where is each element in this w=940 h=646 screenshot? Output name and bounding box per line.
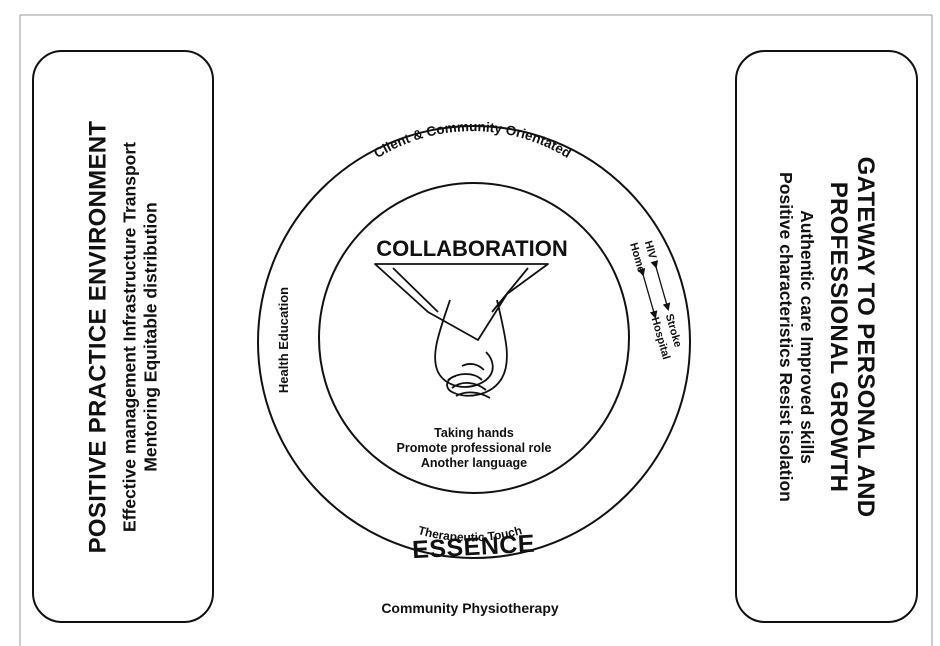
taking-hands-label: Taking hands (434, 426, 514, 440)
hiv-label: HIV (642, 239, 659, 261)
home-hospital-arrow (637, 267, 658, 319)
collaboration-title: COLLABORATION (376, 236, 567, 261)
outer-circle (257, 125, 691, 559)
health-education-label: Health Education (276, 287, 291, 393)
gateway-growth-box: GATEWAY TO PERSONAL AND PROFESSIONAL GRO… (735, 50, 918, 623)
positive-practice-environment-box: POSITIVE PRACTICE ENVIRONMENT Effective … (32, 50, 214, 623)
holding-hands-icon (374, 263, 549, 399)
client-community-label: Client & Community Orientated (371, 119, 574, 161)
therapeutic-touch-label: Therapeutic Touch (417, 523, 524, 544)
promote-role-label: Promote professional role (397, 441, 552, 455)
another-language-label: Another language (421, 456, 527, 470)
hiv-stroke-arrow (650, 260, 671, 312)
community-physiotherapy-caption: Community Physiotherapy (381, 600, 559, 616)
inner-circle (318, 182, 630, 494)
essence-label: ESSENCE (411, 530, 535, 564)
